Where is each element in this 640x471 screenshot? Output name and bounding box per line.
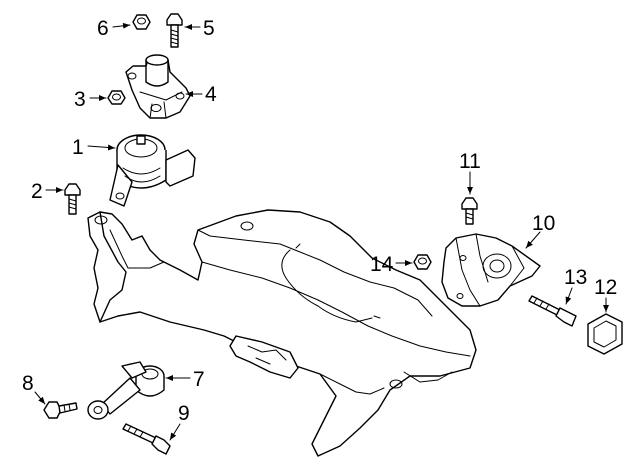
- bolt-part-2: [64, 183, 81, 215]
- callout-labels: 1 2 3 4 5 6 7 8 9 10 11 12 13 14: [22, 17, 617, 425]
- bolt-part-11: [461, 197, 478, 225]
- bolt-part-9: [122, 423, 171, 455]
- bracket-part-12: [587, 313, 623, 355]
- bolt-part-8: [43, 401, 78, 419]
- subframe-crossmember: [87, 209, 477, 457]
- transmission-mount-part-10: [441, 233, 541, 307]
- callout-10: 10: [532, 212, 555, 235]
- bracket-part-4: [125, 54, 191, 119]
- nut-part-3: [107, 90, 126, 105]
- callout-9: 9: [178, 402, 190, 425]
- callout-1: 1: [72, 136, 84, 159]
- callout-13: 13: [564, 266, 587, 289]
- callout-3: 3: [74, 88, 86, 111]
- callout-8: 8: [22, 372, 34, 395]
- bolt-part-13: [528, 295, 577, 327]
- nut-part-14: [413, 254, 432, 270]
- leader-lines: [34, 22, 609, 441]
- callout-6: 6: [97, 17, 109, 40]
- callout-2: 2: [31, 180, 43, 203]
- callout-14: 14: [370, 253, 394, 276]
- engine-mount-part-1: [109, 134, 196, 207]
- torque-rod-part-7: [87, 361, 165, 420]
- callout-12: 12: [594, 276, 617, 299]
- callout-7: 7: [193, 368, 205, 391]
- callout-4: 4: [205, 83, 217, 106]
- callout-11: 11: [459, 150, 481, 173]
- nut-part-6: [132, 14, 151, 30]
- bolt-part-5: [166, 13, 183, 48]
- callout-5: 5: [203, 17, 215, 40]
